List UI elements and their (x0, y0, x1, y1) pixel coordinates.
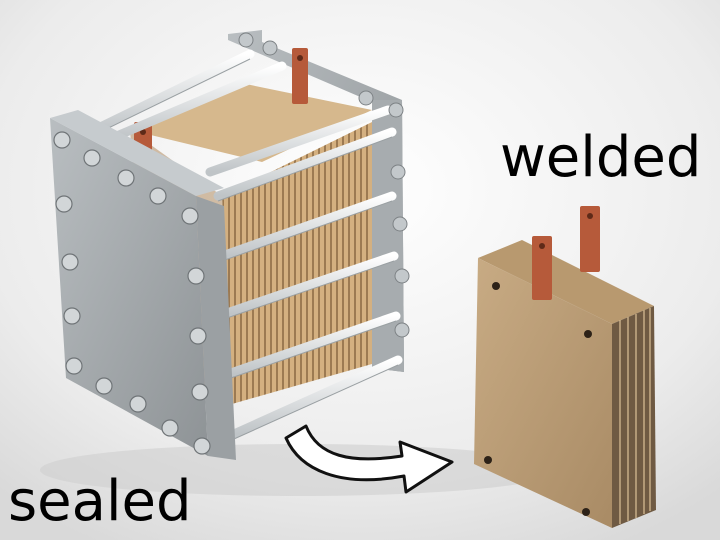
hex-bolt-icon (61, 253, 79, 271)
plate-stack-top (130, 82, 372, 162)
hex-bolt-icon (83, 149, 101, 167)
sealed-stack-assembly (50, 30, 410, 460)
welded-tab-left (532, 236, 552, 300)
front-end-plate-top (50, 110, 224, 196)
welded-label: welded (500, 125, 702, 190)
tie-rods (85, 49, 403, 439)
welded-stack-layers-top (478, 240, 654, 324)
hex-bolt-icon (117, 169, 135, 187)
welded-stack-assembly (474, 206, 656, 528)
tie-rod-outline (89, 58, 399, 440)
hex-bolt-icon (129, 395, 147, 413)
hex-bolt-icon (193, 437, 211, 455)
hex-bolt-icon (191, 383, 209, 401)
hex-bolt-icon (55, 195, 73, 213)
hex-bolt-icon (187, 267, 205, 285)
welded-stack-holes (484, 282, 592, 516)
welded-stack-layers-side (612, 306, 656, 528)
back-plate-nuts (238, 32, 410, 338)
sealed-tab-back (292, 48, 308, 104)
welded-stack-layer-lines (619, 308, 651, 524)
front-plate-bolts (53, 131, 211, 455)
hex-bolt-icon (65, 357, 83, 375)
hex-bolt-icon (149, 187, 167, 205)
hex-bolt-icon (95, 377, 113, 395)
hex-bolt-icon (53, 131, 71, 149)
hex-bolt-icon (161, 419, 179, 437)
welded-stack-front (474, 258, 612, 528)
hex-bolt-icon (63, 307, 81, 325)
curved-arrow-icon (284, 424, 454, 494)
sealed-label: sealed (8, 469, 192, 534)
welded-tab-right (580, 206, 600, 272)
hex-bolt-icon (189, 327, 207, 345)
front-end-plate (50, 118, 208, 456)
hex-bolt-icon (181, 207, 199, 225)
